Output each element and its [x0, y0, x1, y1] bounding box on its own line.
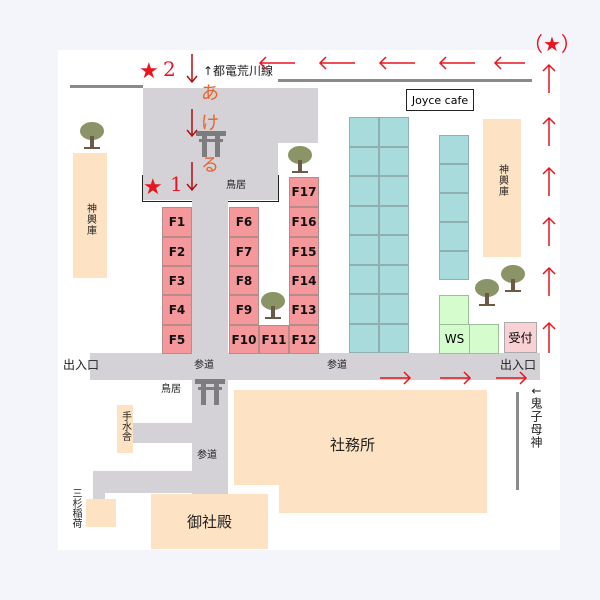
teal-stall[interactable]: [349, 117, 379, 147]
tree-icon: [80, 122, 104, 149]
joyce-cafe[interactable]: Joyce cafe: [406, 89, 474, 111]
route-letter: る: [201, 155, 219, 176]
ws-area: [439, 295, 469, 325]
teal-stall[interactable]: [379, 146, 409, 176]
stall-f9[interactable]: F9: [229, 295, 259, 325]
path-vertical: [192, 200, 228, 380]
mikoshi-storehouse-right: 神輿庫: [483, 119, 521, 257]
star-2-label: 2: [163, 57, 176, 81]
star-icon: ★: [143, 175, 163, 200]
misugi-inari-label: 三杉稲荷: [70, 488, 81, 528]
teal-stall[interactable]: [379, 235, 409, 265]
teal-stall-column: [439, 135, 469, 280]
sando-label: 参道: [194, 360, 214, 371]
teal-stall[interactable]: [379, 294, 409, 324]
path-lower: [192, 380, 228, 495]
stall-f12[interactable]: F12: [289, 325, 319, 354]
torii-icon: [195, 379, 225, 405]
tree-icon: [288, 146, 312, 173]
teal-stall[interactable]: [439, 251, 469, 280]
ws-area: [469, 324, 499, 354]
teal-stall[interactable]: [379, 323, 409, 353]
reception[interactable]: 受付: [504, 322, 537, 353]
route-arrows-up: [542, 63, 556, 353]
ws-label[interactable]: WS: [439, 324, 470, 354]
stall-f5[interactable]: F5: [162, 325, 192, 354]
stall-f11[interactable]: F11: [259, 325, 289, 354]
misugi-inari-shrine: [86, 499, 116, 527]
rail-line: [70, 85, 143, 88]
sando-label: 参道: [327, 360, 347, 371]
stall-f15[interactable]: F15: [289, 237, 319, 266]
mikoshi-label: 神輿庫: [496, 164, 508, 197]
toden-arakawa-line-label: ↑都電荒川線: [203, 64, 274, 78]
start-star-label: （★）: [523, 32, 581, 56]
stall-f2[interactable]: F2: [162, 237, 192, 266]
stall-f4[interactable]: F4: [162, 295, 192, 325]
tree-icon: [261, 292, 285, 319]
stall-f8[interactable]: F8: [229, 266, 259, 295]
stall-f14[interactable]: F14: [289, 266, 319, 295]
sando-label: 参道: [197, 450, 217, 461]
teal-stall[interactable]: [349, 264, 379, 294]
path-temizuya: [133, 423, 192, 443]
rail-line: [278, 79, 532, 82]
stall-f10[interactable]: F10: [229, 325, 259, 354]
stall-f7[interactable]: F7: [229, 237, 259, 266]
teal-stall[interactable]: [349, 146, 379, 176]
entrance-right: 出入口: [500, 358, 537, 372]
teal-stall[interactable]: [379, 176, 409, 206]
teal-stall[interactable]: [349, 235, 379, 265]
entrance-left: 出入口: [63, 358, 100, 372]
teal-stall[interactable]: [349, 205, 379, 235]
stall-f13[interactable]: F13: [289, 295, 319, 325]
torii-label: 鳥居: [161, 384, 181, 395]
teal-stall[interactable]: [349, 323, 379, 353]
stall-f6[interactable]: F6: [229, 207, 259, 237]
teal-stall-block: [349, 117, 409, 353]
shamusho-label: 社務所: [330, 436, 376, 454]
stall-f1[interactable]: F1: [162, 207, 192, 237]
tree-icon: [501, 265, 525, 292]
teal-stall[interactable]: [379, 264, 409, 294]
kishimojin-label: ↓鬼子母神: [529, 386, 543, 450]
tree-icon: [475, 279, 499, 306]
star-icon: ★: [139, 59, 159, 84]
main-path: [90, 353, 540, 380]
route-letter: あ: [201, 83, 219, 104]
temizuya-label: 手水舎: [119, 411, 131, 441]
teal-stall[interactable]: [439, 164, 469, 193]
route-letter: け: [201, 113, 219, 134]
star-1-label: 1: [170, 172, 183, 196]
teal-stall[interactable]: [379, 117, 409, 147]
teal-stall[interactable]: [439, 193, 469, 222]
teal-stall[interactable]: [379, 205, 409, 235]
temizuya: 手水舎: [117, 405, 133, 453]
shamusho-building: [279, 485, 487, 513]
mikoshi-storehouse-left: 神輿庫: [73, 153, 107, 278]
torii-label: 鳥居: [226, 180, 246, 191]
teal-stall[interactable]: [439, 135, 469, 164]
stall-f16[interactable]: F16: [289, 207, 319, 237]
goshaden: 御社殿: [151, 494, 268, 549]
route-arrows-right: [380, 371, 528, 385]
teal-stall[interactable]: [439, 222, 469, 251]
torii-icon: [196, 131, 226, 157]
plaza-extension: [278, 88, 318, 143]
mikoshi-label: 神輿庫: [84, 203, 96, 236]
plaza: [143, 88, 278, 200]
route-arrows-left: [258, 56, 525, 70]
shamusho-building: [234, 390, 487, 485]
stall-f3[interactable]: F3: [162, 266, 192, 295]
stall-f17[interactable]: F17: [289, 177, 319, 207]
teal-stall[interactable]: [349, 294, 379, 324]
teal-stall[interactable]: [349, 176, 379, 206]
route-arrows-down: [186, 54, 198, 192]
boundary-line: [516, 392, 519, 490]
path-misugi-end: [93, 493, 105, 501]
path-misugi: [93, 471, 192, 493]
